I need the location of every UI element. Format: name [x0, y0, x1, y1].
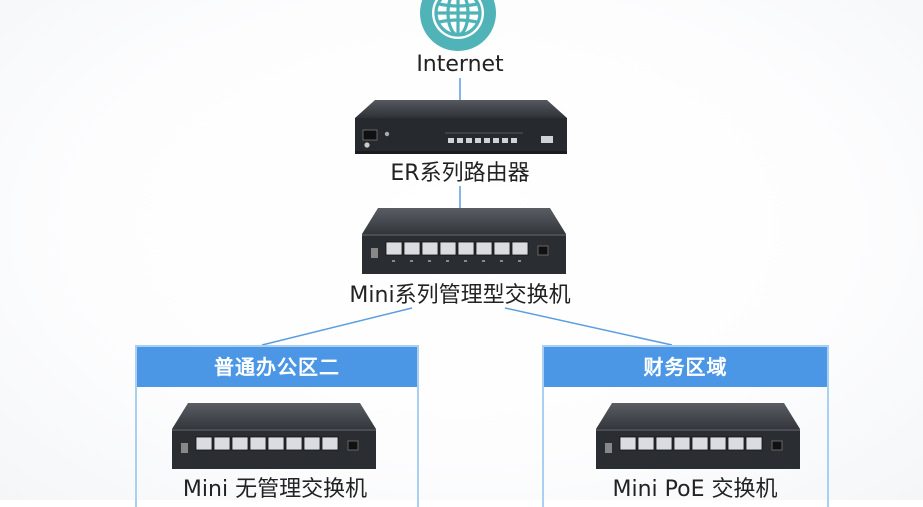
- zone-finance: 财务区域: [542, 345, 829, 507]
- zone-finance-title: 财务区域: [544, 347, 827, 387]
- unmanaged-switch-device-image: [172, 403, 376, 469]
- poe-switch-label: Mini PoE 交换机: [612, 477, 778, 502]
- managed-switch-label: Mini系列管理型交换机: [349, 283, 571, 308]
- zone-office-title: 普通办公区二: [137, 347, 417, 387]
- unmanaged-switch-label: Mini 无管理交换机: [182, 477, 368, 502]
- managed-switch-device-image: [362, 208, 566, 274]
- router-label: ER系列路由器: [390, 161, 530, 186]
- poe-switch-device-image: [596, 403, 800, 469]
- link-switch-finance: [504, 307, 673, 346]
- globe-icon: [420, 0, 496, 51]
- link-switch-office: [261, 307, 413, 346]
- router-device-image: [355, 100, 567, 154]
- zone-office: 普通办公区二: [135, 345, 419, 507]
- internet-label: Internet: [416, 52, 504, 77]
